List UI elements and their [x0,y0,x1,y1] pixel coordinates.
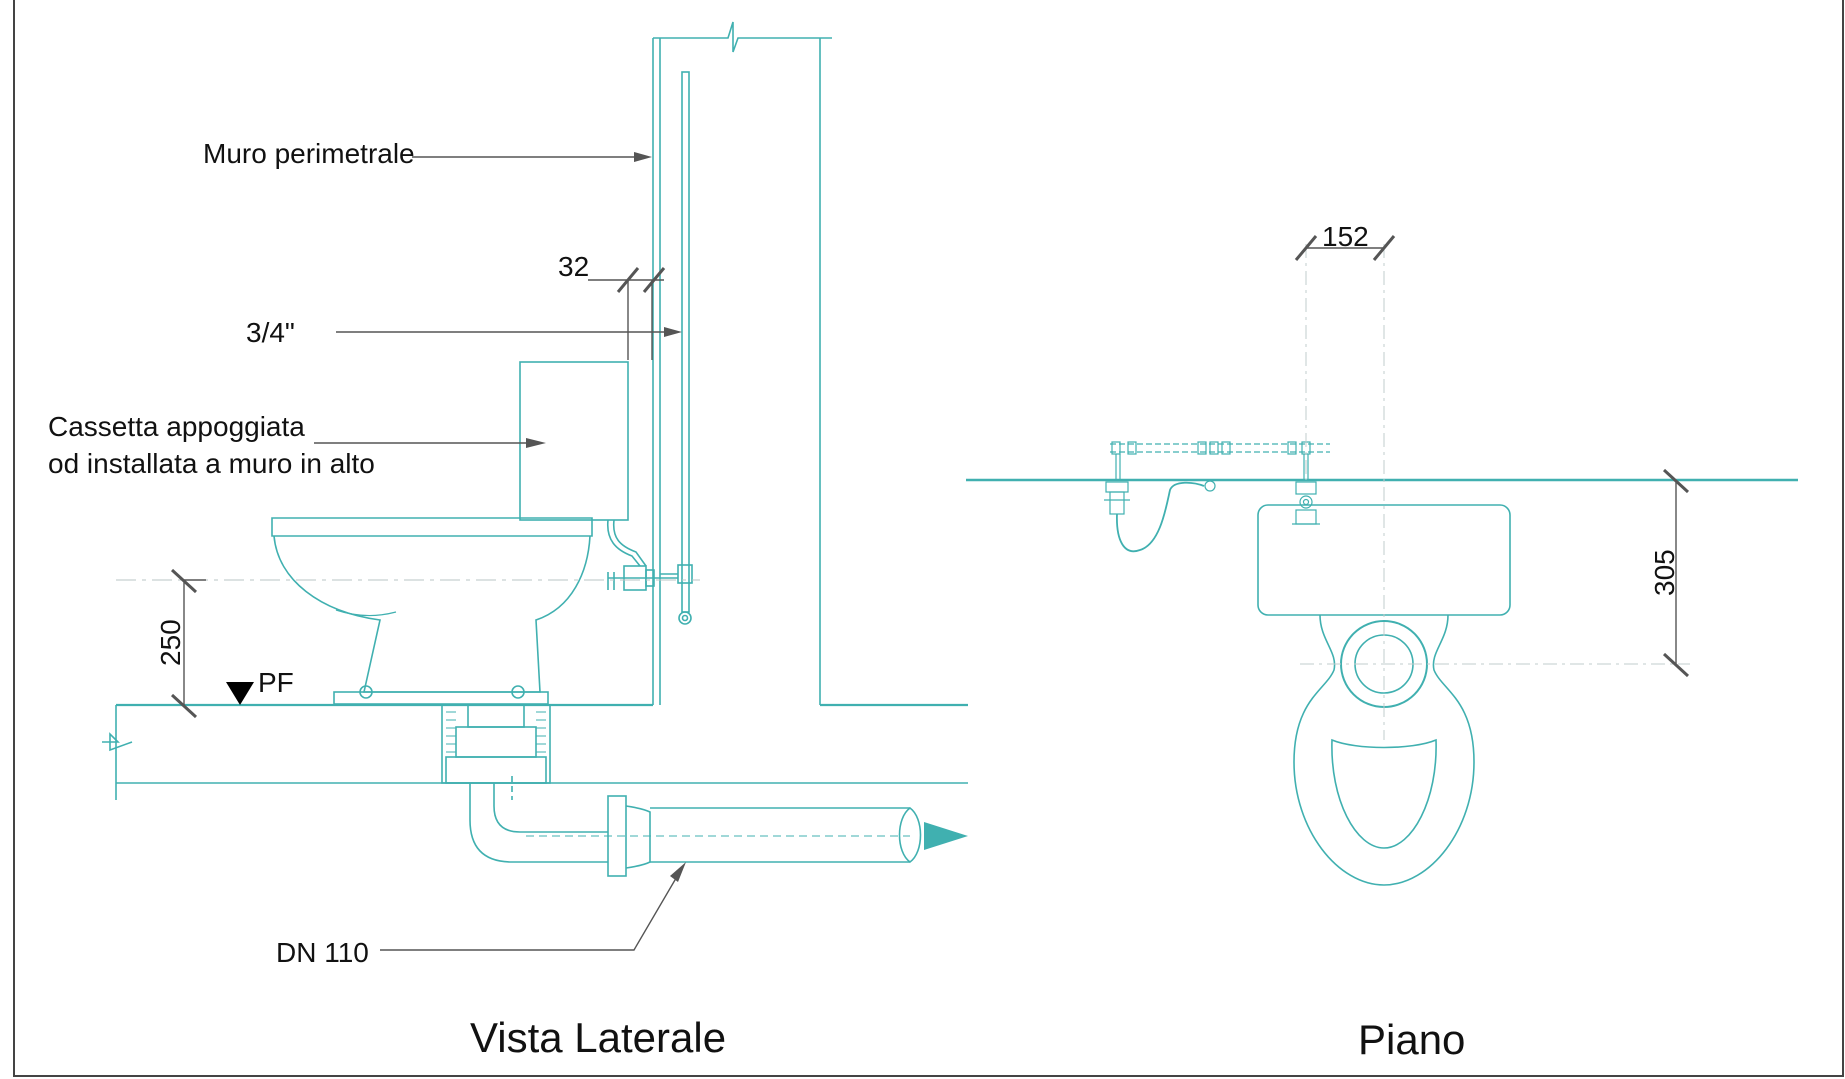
side-view [102,21,968,877]
label-tank-line1: Cassetta appoggiata [48,411,305,442]
plan-centerlines [1300,244,1690,740]
label-tank-line2: od installata a muro in alto [48,448,375,479]
dim-inlet-spacing: 152 [1322,221,1369,252]
dim-wall-offset: 32 [558,251,589,282]
side-view-dimensions [170,267,666,719]
perimeter-wall [652,21,832,705]
side-view-leaders [314,152,686,951]
label-wall: Muro perimetrale [203,138,415,169]
plan-view [966,244,1798,886]
label-pipe-size: 3/4" [246,317,295,348]
toilet-bowl [271,517,593,705]
sheet-border [13,0,1844,1077]
plan-supply-pipes [1104,441,1330,525]
plan-view-title: Piano [1358,1016,1465,1063]
floor-slab [102,703,968,800]
drain-pipe [469,776,922,877]
flow-direction-arrow [924,822,968,850]
floor-level-marker [226,682,254,705]
label-drain: DN 110 [276,937,369,968]
side-view-title: Vista Laterale [470,1014,726,1061]
label-floor-level: PF [258,667,294,698]
supply-pipe [660,71,693,625]
drain-flange [441,704,551,784]
cistern-tank [519,361,629,521]
dim-drain-distance: 305 [1649,549,1680,596]
dim-inlet-height: 250 [155,619,186,666]
flexible-hose [1116,481,1205,553]
plan-view-dimensions [1294,235,1690,678]
angle-valve [607,519,678,591]
